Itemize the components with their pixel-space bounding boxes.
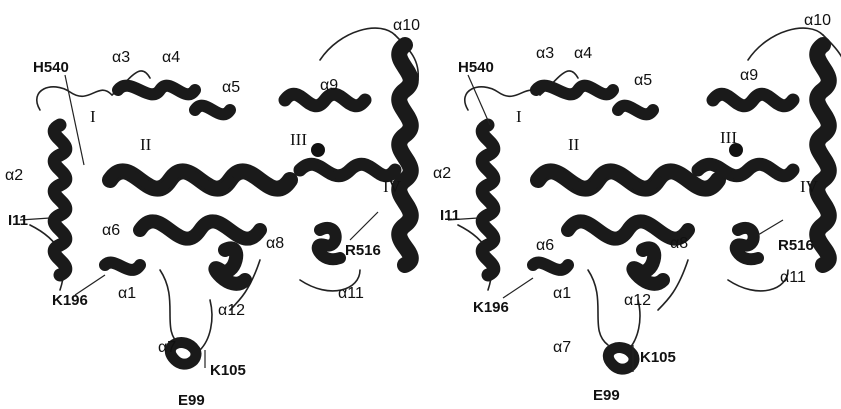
residue-label-e99: E99 — [178, 392, 205, 409]
helix-labels: α1 α2 α3 α4 α5 α6 α7 α8 α9 α10 α11 α12 — [5, 17, 420, 356]
helix-label-a9: α9 — [320, 77, 338, 94]
residue-label-e99: E99 — [593, 387, 620, 404]
stereo-panel-left: H540 I11 K196 R516 K105 E99 α1 α2 α3 α4 … — [5, 17, 420, 409]
ribbon-structure — [447, 27, 841, 375]
domain-label-iii: III — [720, 128, 737, 147]
helix-label-a3: α3 — [536, 45, 554, 62]
helix-label-a11: α11 — [338, 285, 364, 302]
domain-label-i: I — [90, 107, 96, 126]
domain-labels: I II III IV — [90, 107, 402, 196]
domain-labels: I II III IV — [516, 107, 819, 196]
domain-label-ii: II — [140, 135, 152, 154]
helix-label-a1: α1 — [553, 285, 571, 302]
helix-label-a10: α10 — [393, 17, 420, 34]
domain-label-iv: IV — [800, 177, 819, 196]
helix-label-a7: α7 — [158, 339, 176, 356]
helix-label-a3: α3 — [112, 49, 130, 66]
helix-label-a10: α10 — [804, 12, 831, 29]
ribbon-structure — [19, 27, 420, 370]
residue-label-k196: K196 — [52, 292, 88, 309]
stereo-panel-right: H540 I11 K196 R516 K105 E99 α1 α2 α3 α4 … — [433, 12, 841, 404]
residue-label-i11: I11 — [8, 212, 28, 229]
helix-label-a5: α5 — [222, 79, 240, 96]
helix-label-a2: α2 — [5, 167, 23, 184]
ligand-dot — [311, 143, 325, 157]
helix-label-a6: α6 — [102, 222, 120, 239]
residue-label-k105: K105 — [210, 362, 246, 379]
helix-label-a9: α9 — [740, 67, 758, 84]
helix-label-a2: α2 — [433, 165, 451, 182]
domain-label-ii: II — [568, 135, 580, 154]
residue-label-h540: H540 — [33, 59, 69, 76]
helix-label-a12: α12 — [624, 292, 651, 309]
helix-label-a7: α7 — [553, 339, 571, 356]
domain-label-iv: IV — [383, 177, 402, 196]
residue-label-k196: K196 — [473, 299, 509, 316]
helix-label-a4: α4 — [162, 49, 180, 66]
residue-label-r516: R516 — [778, 237, 814, 254]
residue-label-h540: H540 — [458, 59, 494, 76]
residue-labels: H540 I11 K196 R516 K105 E99 — [8, 59, 381, 409]
helix-label-a8: α8 — [670, 235, 688, 252]
helix-labels: α1 α2 α3 α4 α5 α6 α7 α8 α9 α10 α11 α12 — [433, 12, 831, 356]
residue-labels: H540 I11 K196 R516 K105 E99 — [440, 59, 814, 404]
domain-label-iii: III — [290, 130, 307, 149]
helix-label-a12: α12 — [218, 302, 245, 319]
residue-label-r516: R516 — [345, 242, 381, 259]
helix-label-a1: α1 — [118, 285, 136, 302]
helix-label-a8: α8 — [266, 235, 284, 252]
residue-label-k105: K105 — [640, 349, 676, 366]
helix-label-a11: α11 — [780, 269, 806, 286]
domain-label-i: I — [516, 107, 522, 126]
helix-label-a4: α4 — [574, 45, 592, 62]
ligand-dot — [729, 143, 743, 157]
residue-label-i11: I11 — [440, 207, 460, 224]
helix-label-a6: α6 — [536, 237, 554, 254]
helix-label-a5: α5 — [634, 72, 652, 89]
